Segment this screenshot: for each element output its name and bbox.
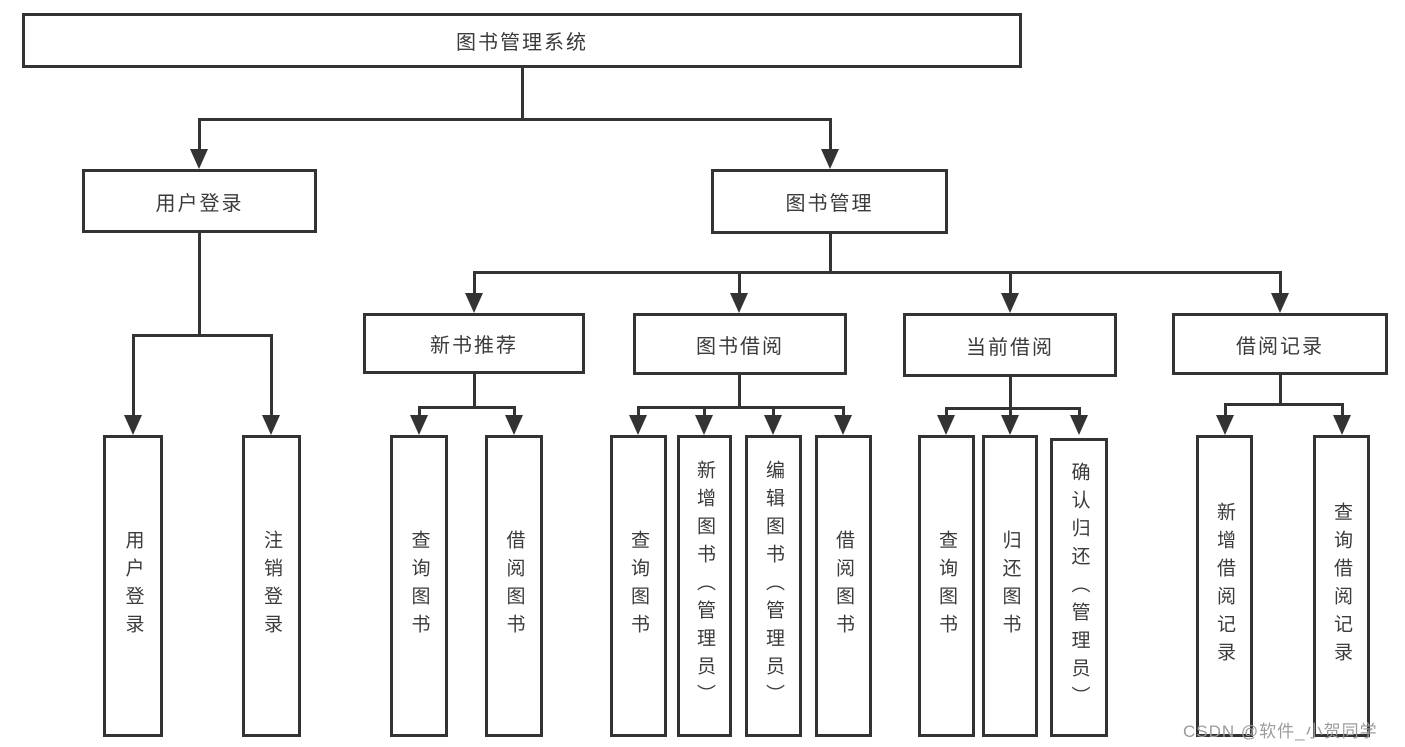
csdn-watermark: CSDN @软件_小贺同学 [1183,722,1378,741]
arrow-down-icon [1070,415,1088,435]
connector-segment [132,334,273,337]
connector-segment [1279,375,1282,405]
node-book-management: 图书管理 [711,169,948,234]
arrow-down-icon [124,415,142,435]
arrow-down-icon [1216,415,1234,435]
connector-segment [945,407,1081,410]
arrow-down-icon [1271,293,1289,313]
arrow-down-icon [190,149,208,169]
leaf-newbook-query-books: 查询图书 [390,435,448,737]
connector-segment [772,406,775,416]
node-library-system: 图书管理系统 [22,13,1022,68]
leaf-borrow-borrow-books: 借阅图书 [815,435,872,737]
connector-segment [945,407,948,416]
arrow-down-icon [410,415,428,435]
connector-segment [703,406,706,416]
connector-segment [829,234,832,271]
leaf-current-query-books: 查询图书 [918,435,975,737]
arrow-down-icon [834,415,852,435]
connector-segment [473,374,476,407]
arrow-down-icon [629,415,647,435]
node-user-login: 用户登录 [82,169,317,233]
connector-segment [198,233,201,335]
leaf-records-query-record: 查询借阅记录 [1313,435,1370,737]
connector-segment [637,406,640,416]
connector-segment [473,271,1281,274]
connector-segment [513,406,516,416]
leaf-borrow-edit-books-admin: 编辑图书（管理员） [745,435,802,737]
arrow-down-icon [465,293,483,313]
connector-segment [637,406,845,409]
connector-segment [418,406,421,416]
connector-segment [270,334,273,415]
connector-segment [1224,403,1227,415]
leaf-newbook-borrow-books: 借阅图书 [485,435,543,737]
connector-segment [473,271,476,293]
connector-segment [1009,271,1012,293]
leaf-current-confirm-return-admin: 确认归还（管理员） [1050,438,1108,737]
arrow-down-icon [764,415,782,435]
arrow-down-icon [730,293,748,313]
connector-segment [521,68,524,119]
connector-segment [829,118,832,151]
connector-segment [1078,407,1081,416]
connector-segment [738,375,741,407]
connector-segment [842,406,845,416]
connector-segment [198,118,832,121]
connector-segment [418,406,516,409]
leaf-borrow-add-books-admin: 新增图书（管理员） [677,435,732,737]
arrow-down-icon [262,415,280,435]
leaf-logout: 注销登录 [242,435,301,737]
connector-segment [198,118,201,151]
node-book-borrow: 图书借阅 [633,313,847,375]
node-new-book-recommend: 新书推荐 [363,313,585,374]
node-borrow-records: 借阅记录 [1172,313,1388,375]
connector-segment [1009,377,1012,408]
arrow-down-icon [505,415,523,435]
arrow-down-icon [1001,415,1019,435]
leaf-records-add-record: 新增借阅记录 [1196,435,1253,737]
connector-segment [1224,403,1344,406]
leaf-borrow-query-books: 查询图书 [610,435,667,737]
connector-segment [1279,271,1282,293]
connector-segment [1009,407,1012,416]
leaf-current-return-books: 归还图书 [982,435,1038,737]
connector-segment [1341,403,1344,415]
node-current-borrow: 当前借阅 [903,313,1117,377]
connector-segment [132,334,135,415]
leaf-user-login: 用户登录 [103,435,163,737]
arrow-down-icon [821,149,839,169]
arrow-down-icon [1333,415,1351,435]
arrow-down-icon [1001,293,1019,313]
connector-segment [738,271,741,293]
arrow-down-icon [695,415,713,435]
arrow-down-icon [937,415,955,435]
